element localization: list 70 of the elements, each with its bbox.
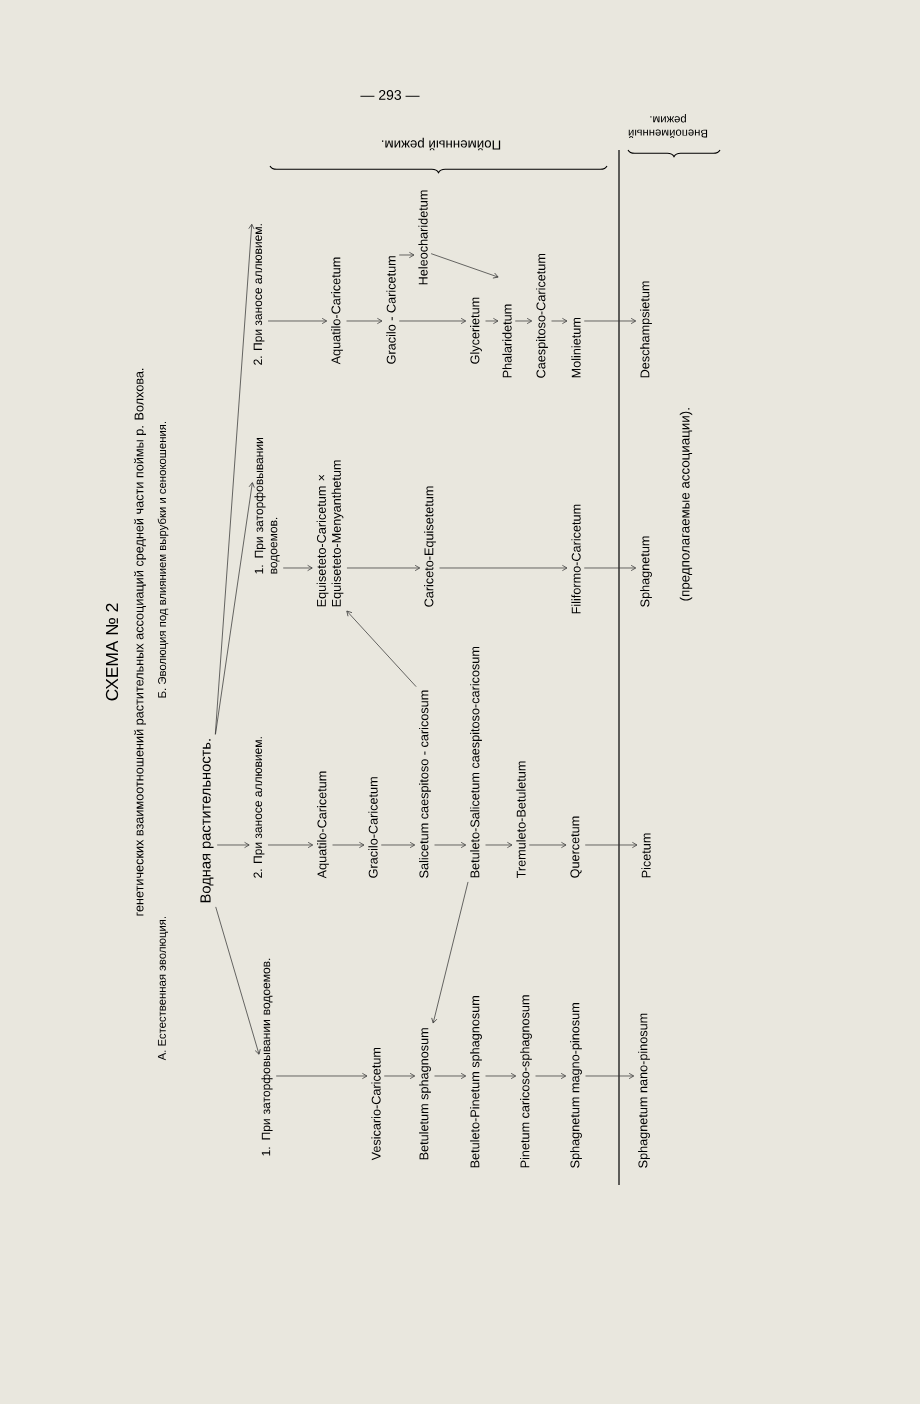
note-text: (предполагаемые ассоциации). (679, 408, 693, 601)
arrow (346, 317, 383, 325)
association-name: Betuleto-Salicetum caespitoso-caricosum (470, 646, 482, 878)
arrow (398, 317, 467, 325)
arrow (267, 841, 314, 849)
association-name: Glycerietum (470, 297, 482, 364)
arrow (528, 841, 567, 849)
arrow (439, 564, 568, 572)
arrow (282, 564, 313, 572)
arrow (434, 841, 467, 849)
arrow (430, 253, 499, 279)
arrow (514, 317, 533, 325)
arrow (398, 251, 415, 259)
arrow (583, 317, 637, 325)
section-heading: Б. Эволюция под влиянием вырубки и сенокошения. (157, 422, 169, 698)
association-name: Picetum (641, 833, 651, 878)
association-name: Gracilo-Caricetum (368, 777, 378, 878)
arrow (383, 1072, 416, 1080)
association-name: Phalaridetum (502, 304, 512, 378)
origin-heading: Водная растительность. (200, 739, 214, 903)
association-name: Cariceto-Equisetetum (424, 486, 436, 607)
arrow (275, 1072, 368, 1080)
association-name: Aquatilo-Caricetum (331, 257, 343, 365)
arrow (485, 1072, 517, 1080)
arrow (332, 841, 365, 849)
association-name: Caespitoso-Caricetum (536, 253, 548, 378)
section-heading: А. Естественная эволюция. (157, 917, 169, 1061)
association-name: Betuletum sphagnosum (419, 1028, 431, 1160)
association-name: Quercetum (570, 816, 582, 878)
association-name: Tremuleto-Betuletum (516, 761, 526, 879)
pathway-heading: 1. При заторфовывании водоемов. (254, 438, 280, 574)
association-name: Aquatilo-Caricetum (317, 771, 329, 879)
association-name: Pinetum caricoso-sphagnosum (520, 995, 532, 1168)
pathway-heading: 2. При заносе аллювием. (253, 224, 265, 365)
arrow (267, 317, 328, 325)
arrow (584, 841, 638, 849)
regime-label: Пойменный режим. (382, 137, 501, 151)
association-name: Sphagnetum magno-pinosum (570, 1003, 582, 1168)
regime-label: Внепойменный режим. (628, 113, 708, 139)
association-name: Heleocharidetum (418, 190, 428, 285)
association-name: Sphagnetum nano-pinosum (638, 1013, 650, 1168)
arrow (585, 1072, 635, 1080)
association-name: Vesicario-Caricetum (371, 1047, 381, 1161)
arrow (346, 610, 417, 688)
association-name: Betuleto-Pinetum sphagnosum (470, 996, 482, 1168)
diagram-subtitle: генетических взаимоотношений растительных ассоциаций средней части поймы р. Волхова. (134, 368, 146, 916)
arrow (551, 317, 568, 325)
association-name: Sphagnetum (640, 536, 652, 607)
association-name: Equiseteto-Caricetum × Equiseteto-Menyanthetum (316, 460, 344, 607)
association-name: Salicetum caespitoso - caricosum (419, 690, 431, 878)
arrow (215, 906, 261, 1055)
arrow (434, 1072, 467, 1080)
diagram-title: СХЕМА № 2 (105, 603, 119, 701)
arrow (215, 482, 255, 735)
association-name: Filiformo-Caricetum (571, 504, 581, 614)
arrow (583, 564, 637, 572)
arrow (535, 1072, 567, 1080)
arrow (431, 881, 469, 1024)
pathway-heading: 1. При заторфовывании водоемов. (261, 958, 273, 1156)
page-number: — 293 — (360, 90, 420, 100)
association-name: Deschampsietum (640, 281, 652, 378)
arrow (346, 564, 421, 572)
arrow (380, 841, 416, 849)
association-name: Molinietum (571, 318, 581, 378)
arrow (485, 841, 513, 849)
arrow (485, 317, 499, 325)
arrow (216, 841, 250, 849)
association-name: Gracilo - Caricetum (386, 256, 396, 364)
pathway-heading: 2. При заносе аллювием. (253, 737, 265, 878)
arrow (214, 223, 255, 735)
